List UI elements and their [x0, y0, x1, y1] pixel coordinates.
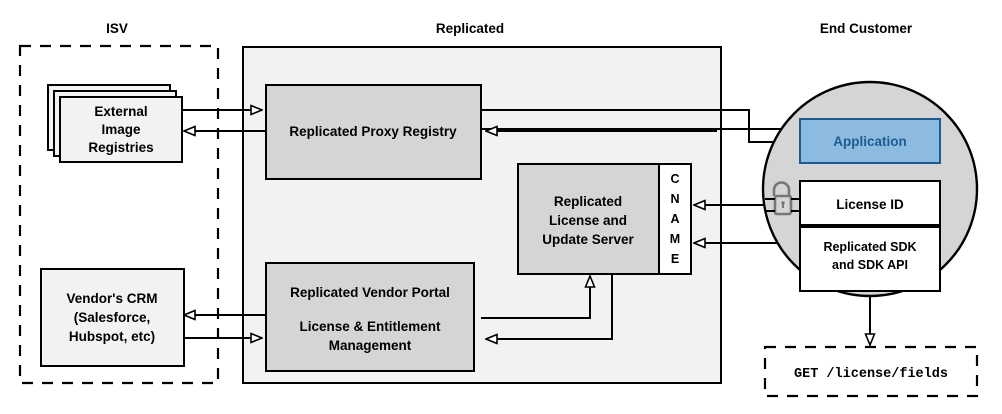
unlock-icon — [765, 181, 801, 216]
vendors-crm-line-2: (Salesforce, — [74, 310, 151, 325]
node-application[interactable]: Application — [799, 118, 941, 164]
license-id-label: License ID — [836, 197, 904, 212]
external-image-registries-line-1: External — [94, 104, 147, 119]
vendors-crm-line-1: Vendor's CRM — [67, 291, 158, 306]
replicated-sdk-line-1: Replicated SDK — [823, 240, 916, 254]
node-replicated-license-update-server[interactable]: Replicated License and Update Server — [517, 163, 660, 275]
edge-vendor-portal-to-license-server — [481, 276, 590, 319]
application-box — [799, 118, 941, 164]
node-external-image-registries[interactable]: External Image Registries — [47, 84, 183, 163]
cname-letter-a: A — [670, 212, 679, 226]
application-label: Application — [833, 134, 907, 149]
replicated-sdk-box — [799, 226, 941, 292]
edge-license-server-to-vendor-portal — [486, 274, 613, 339]
replicated-license-update-server-line-2: License and — [549, 213, 627, 228]
external-image-registries-line-3: Registries — [88, 140, 153, 155]
cname-letter-e: E — [671, 252, 679, 266]
lane-title-replicated: Replicated — [436, 21, 504, 36]
replicated-license-update-server-line-3: Update Server — [542, 232, 634, 247]
api-request-label: GET /license/fields — [794, 367, 948, 382]
cname-letter-m: M — [670, 232, 680, 246]
replicated-proxy-registry-box — [265, 84, 482, 180]
stack-front — [59, 96, 183, 163]
replicated-vendor-portal-box — [265, 262, 475, 372]
replicated-license-update-server-line-1: Replicated — [554, 194, 622, 209]
lane-title-end-customer: End Customer — [820, 21, 913, 36]
replicated-license-update-server-box — [517, 163, 660, 275]
api-request-box — [763, 345, 979, 398]
cname-letter-c: C — [670, 172, 679, 186]
cname-box — [658, 163, 692, 275]
replicated-vendor-portal-line-2: License & Entitlement — [299, 319, 441, 334]
node-vendors-crm[interactable]: Vendor's CRM (Salesforce, Hubspot, etc) — [40, 268, 185, 367]
vendors-crm-box — [40, 268, 185, 367]
zone-isv — [18, 44, 220, 385]
unlock-icon-body — [773, 194, 793, 216]
node-api-request[interactable]: GET /license/fields — [763, 345, 979, 398]
edge-application-to-proxy — [486, 129, 800, 131]
replicated-proxy-registry-label: Replicated Proxy Registry — [289, 124, 457, 139]
node-replicated-sdk[interactable]: Replicated SDK and SDK API — [799, 226, 941, 292]
vendors-crm-line-3: Hubspot, etc) — [69, 329, 155, 344]
edge-proxy-out-to-application — [481, 109, 796, 142]
replicated-vendor-portal-line-3: Management — [329, 338, 412, 353]
replicated-sdk-line-2: and SDK API — [832, 258, 908, 272]
node-replicated-vendor-portal[interactable]: Replicated Vendor Portal License & Entit… — [265, 262, 475, 372]
cname-letter-n: N — [670, 192, 679, 206]
unlock-icon-keyhole — [781, 201, 785, 205]
replicated-vendor-portal-line-1: Replicated Vendor Portal — [290, 285, 450, 300]
node-license-id[interactable]: License ID — [799, 180, 941, 226]
external-image-registries-line-2: Image — [101, 122, 141, 137]
node-cname[interactable]: C N A M E — [658, 163, 692, 275]
license-id-box — [799, 180, 941, 226]
lane-title-isv: ISV — [106, 21, 128, 36]
node-replicated-proxy-registry[interactable]: Replicated Proxy Registry — [265, 84, 482, 180]
